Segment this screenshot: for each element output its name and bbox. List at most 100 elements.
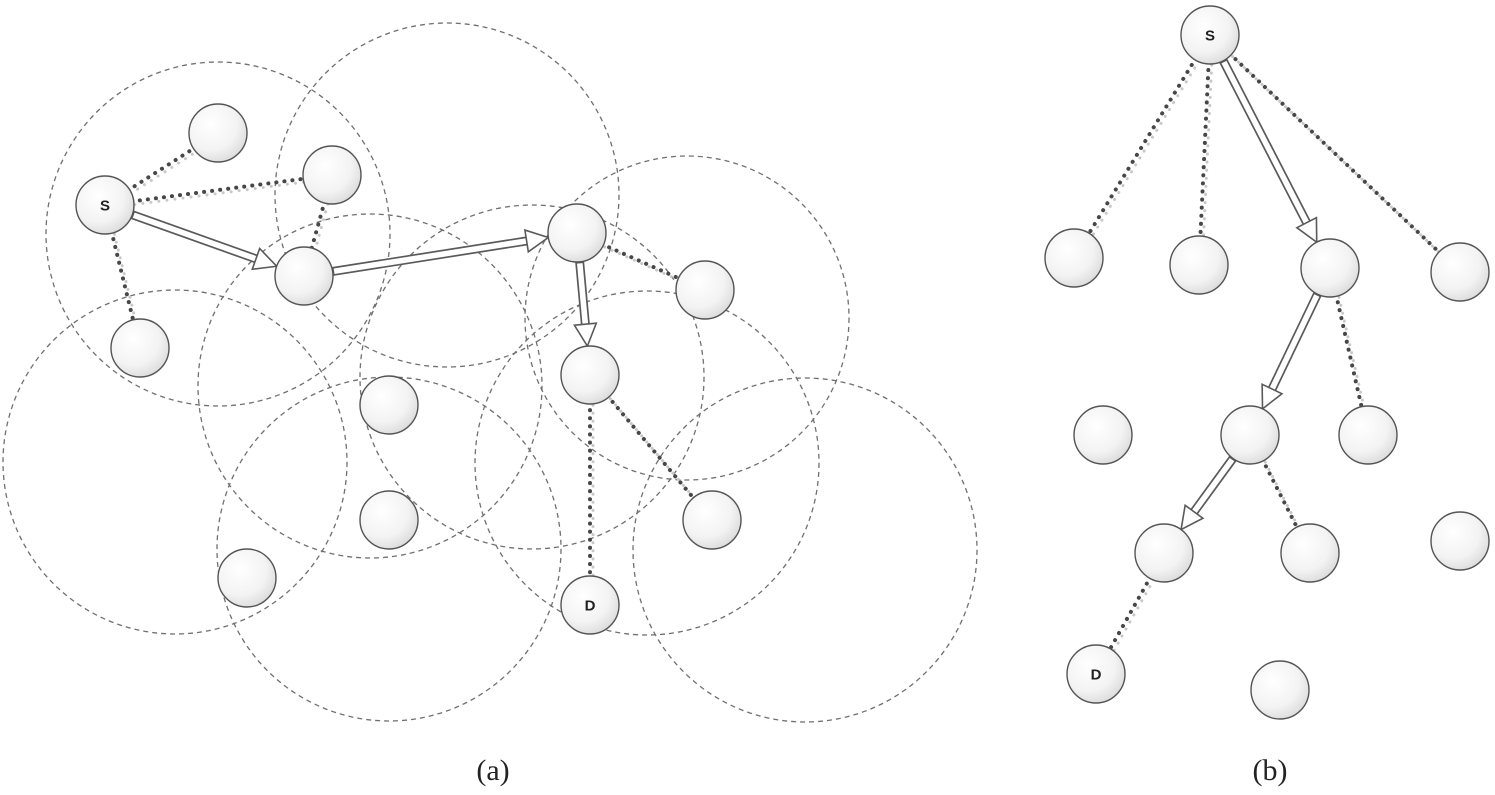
node-circle bbox=[682, 490, 742, 550]
panel-caption: (b) bbox=[1253, 754, 1288, 787]
node-D: D bbox=[560, 575, 620, 635]
nodes: SD bbox=[75, 103, 742, 635]
node-b6 bbox=[1220, 405, 1280, 465]
dotted-link-S-b1 bbox=[1086, 56, 1201, 240]
node-label: D bbox=[585, 598, 596, 615]
node-circle bbox=[1220, 405, 1280, 465]
arrowhead-icon bbox=[251, 247, 279, 271]
node-circle bbox=[1300, 238, 1360, 298]
node-b12 bbox=[1250, 660, 1310, 720]
node-a4 bbox=[110, 318, 170, 378]
range-circle-4 bbox=[197, 213, 543, 559]
panel-caption: (a) bbox=[476, 754, 509, 787]
route-arrow-S-b3 bbox=[1219, 58, 1318, 244]
dotted-links bbox=[109, 145, 700, 583]
node-circle bbox=[217, 548, 277, 608]
node-a8 bbox=[359, 375, 419, 435]
dotted-link-a5-a6 bbox=[599, 241, 685, 284]
arrowhead-icon bbox=[1180, 503, 1205, 532]
node-circle bbox=[1073, 405, 1133, 465]
node-a7 bbox=[560, 345, 620, 405]
node-D: D bbox=[1066, 644, 1126, 704]
dotted-link-a2-a3 bbox=[309, 199, 330, 255]
node-circle bbox=[1280, 523, 1340, 583]
dotted-link-b6-b9 bbox=[1260, 457, 1303, 534]
range-circle-6 bbox=[2, 289, 348, 635]
node-circle bbox=[188, 103, 248, 163]
node-S: S bbox=[75, 175, 135, 235]
node-circle bbox=[75, 175, 135, 235]
route-arrow-a5-a7 bbox=[573, 261, 598, 348]
node-circle bbox=[1134, 523, 1194, 583]
node-a6 bbox=[675, 260, 735, 320]
dotted-link-b3-b7 bbox=[1333, 292, 1367, 414]
node-b3 bbox=[1300, 238, 1360, 298]
node-circle bbox=[547, 203, 607, 263]
node-circle bbox=[110, 318, 170, 378]
route-arrow-S-a3 bbox=[130, 210, 279, 271]
node-S: S bbox=[1180, 5, 1240, 65]
node-a9 bbox=[682, 490, 742, 550]
dotted-link-S-a2 bbox=[129, 176, 310, 206]
dotted-link-S-b2 bbox=[1198, 59, 1214, 243]
node-a3 bbox=[274, 246, 334, 306]
node-b7 bbox=[1338, 405, 1398, 465]
node-circle bbox=[1180, 5, 1240, 65]
node-circle bbox=[302, 145, 362, 205]
node-label: S bbox=[1205, 28, 1215, 45]
node-circle bbox=[1250, 660, 1310, 720]
node-circle bbox=[1044, 228, 1104, 288]
node-circle bbox=[1430, 511, 1490, 571]
route-arrow-b3-b6 bbox=[1261, 292, 1322, 411]
node-circle bbox=[560, 345, 620, 405]
arrowhead-icon bbox=[573, 322, 598, 348]
dotted-link-S-a4 bbox=[109, 229, 139, 327]
node-circle bbox=[359, 490, 419, 550]
node-label: D bbox=[1091, 667, 1102, 684]
arrowhead-icon bbox=[1295, 216, 1318, 244]
dotted-links bbox=[1086, 51, 1445, 655]
range-circle-2 bbox=[274, 22, 620, 368]
route-arrows bbox=[130, 210, 598, 348]
node-b1 bbox=[1044, 228, 1104, 288]
range-circle-5 bbox=[359, 204, 705, 550]
node-circle bbox=[359, 375, 419, 435]
node-b9 bbox=[1280, 523, 1340, 583]
route-arrows bbox=[1180, 58, 1322, 532]
range-circle-9 bbox=[632, 377, 978, 723]
range-circle-8 bbox=[474, 290, 820, 636]
node-a1 bbox=[188, 103, 248, 163]
node-b10 bbox=[1430, 511, 1490, 571]
route-arrow-b6-b8 bbox=[1180, 455, 1237, 532]
node-circle bbox=[274, 246, 334, 306]
dotted-link-a7-a9 bbox=[605, 393, 700, 504]
route-arrow-a3-a5 bbox=[331, 228, 551, 276]
dotted-link-a7-D bbox=[588, 400, 595, 583]
node-circle bbox=[560, 575, 620, 635]
node-b4 bbox=[1430, 242, 1490, 302]
node-b5 bbox=[1073, 405, 1133, 465]
arrowhead-icon bbox=[1261, 382, 1284, 411]
node-circle bbox=[1430, 242, 1490, 302]
arrowhead-icon bbox=[523, 228, 551, 254]
panel-b: SD (b) bbox=[1044, 5, 1490, 787]
nodes: SD bbox=[1044, 5, 1490, 720]
node-a11 bbox=[217, 548, 277, 608]
node-label: S bbox=[100, 198, 110, 215]
panel-a: SD (a) bbox=[2, 22, 978, 787]
node-a5 bbox=[547, 203, 607, 263]
node-a10 bbox=[359, 490, 419, 550]
node-circle bbox=[1338, 405, 1398, 465]
node-a2 bbox=[302, 145, 362, 205]
node-circle bbox=[1066, 644, 1126, 704]
node-circle bbox=[675, 260, 735, 320]
dotted-link-S-b4 bbox=[1227, 51, 1445, 258]
dotted-link-S-a1 bbox=[125, 145, 200, 195]
range-circle-1 bbox=[45, 61, 391, 407]
node-b2 bbox=[1169, 235, 1229, 295]
node-b8 bbox=[1134, 523, 1194, 583]
range-circle-3 bbox=[524, 155, 850, 481]
dotted-link-b8-D bbox=[1107, 574, 1156, 655]
node-circle bbox=[1169, 235, 1229, 295]
